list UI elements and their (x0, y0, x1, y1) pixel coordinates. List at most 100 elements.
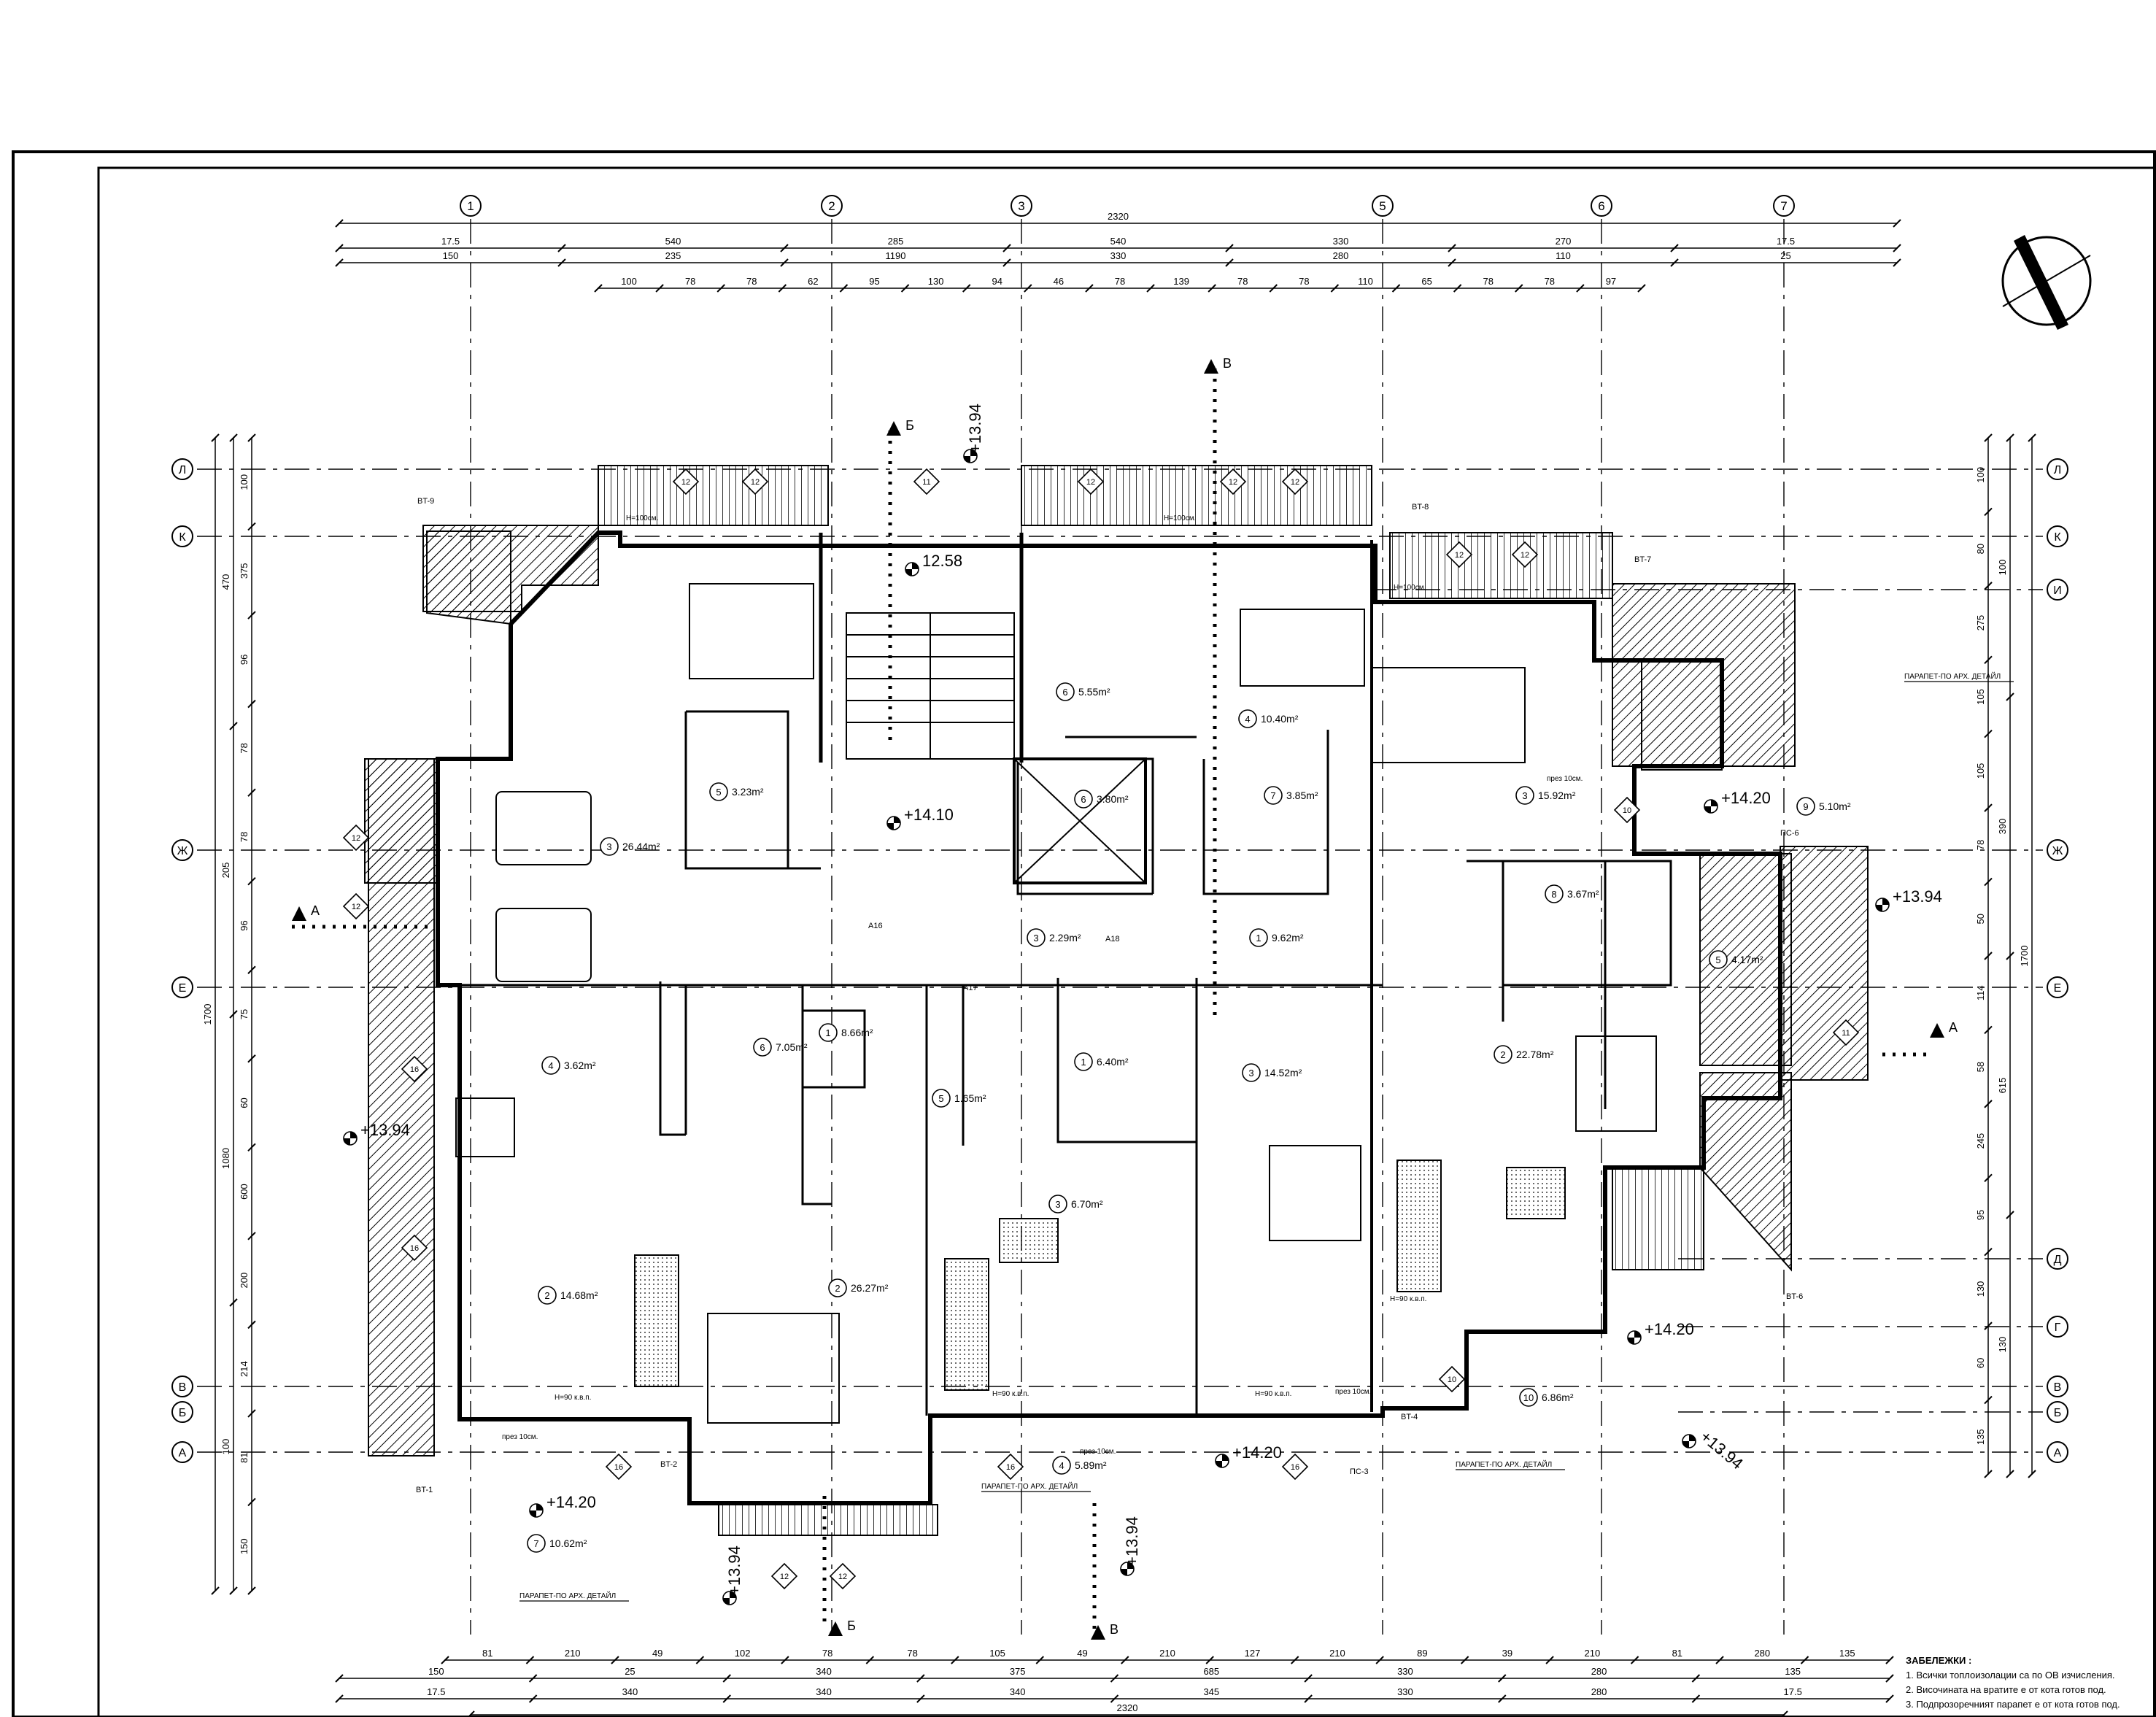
window-tag-diamond (342, 824, 370, 852)
dim-right-inner-label: 50 (1975, 914, 1986, 924)
dim-bottom-row1-label: 49 (652, 1648, 662, 1659)
window-tag-diamond (1511, 541, 1539, 568)
window-tag-diamond (741, 468, 769, 495)
sheet-frame-inner (97, 166, 2156, 1717)
dim-left-inner-label: 75 (239, 1009, 250, 1019)
room-number: 5 (1715, 954, 1720, 965)
interior-walls (438, 710, 1672, 1416)
dim-left-inner-label: 96 (239, 920, 250, 930)
room-number: 5 (716, 787, 721, 798)
grid-row-bubble-right (2047, 1248, 2068, 1270)
room-number-circle (1238, 709, 1257, 728)
dim-top-row3-label: 97 (1606, 276, 1616, 287)
room-number: 6 (1081, 794, 1086, 805)
room-number-circle (600, 837, 619, 856)
dim-right-inner-label: 100 (1975, 467, 1986, 483)
dim-bottom-row1-label: 89 (1417, 1648, 1427, 1659)
room-number: 6 (760, 1042, 765, 1053)
level-mark-fill (530, 1504, 543, 1517)
dim-left-inner-label: 78 (239, 743, 250, 753)
dim-left-inner-tick (247, 522, 256, 531)
grid-row-bubble-left (171, 525, 193, 547)
element-label: BT-6 (1786, 1292, 1803, 1301)
room-number: 3 (606, 841, 611, 852)
window-tag-diamond (1077, 468, 1105, 495)
room-number-circle (1494, 1045, 1512, 1064)
dim-left-inner-tick (247, 876, 256, 886)
furniture (455, 583, 1723, 1424)
dim-top-row1-tick (557, 244, 566, 252)
room-number-circle (753, 1038, 772, 1057)
room-area: 10.40m² (1261, 713, 1299, 725)
dim-top-row3-tick (778, 284, 787, 293)
dim-bottom-row3-label: 280 (1591, 1686, 1607, 1697)
dim-top-row3-label: 139 (1173, 276, 1189, 287)
dim-bottom-row1-label: 280 (1754, 1648, 1770, 1659)
dim-left-inner-tick (247, 1232, 256, 1241)
window-tag-label: 10 (1623, 806, 1631, 815)
dim-bottom-row2-tick (722, 1674, 731, 1683)
room-number-circle (527, 1534, 546, 1553)
window-tag-label: 16 (410, 1065, 419, 1074)
element-label: BT-8 (1412, 503, 1429, 512)
dim-bottom-row2-label: 375 (1010, 1666, 1026, 1677)
dim-right-inner-label: 95 (1975, 1210, 1986, 1220)
dim-bottom-row1-label: 105 (989, 1648, 1005, 1659)
dim-bottom-row2-tick (1498, 1674, 1507, 1683)
room-area: 3.85m² (1286, 790, 1318, 801)
dim-top-row2-tick (1670, 258, 1679, 267)
window-tag-label: 16 (1291, 1463, 1299, 1472)
room-area: 14.68m² (560, 1289, 598, 1301)
level-mark-fill (1628, 1331, 1641, 1344)
window-tag-diamond (997, 1453, 1024, 1481)
dim-top-row3-tick (1208, 284, 1216, 293)
window-tag-label: 12 (681, 478, 690, 487)
room-number-circle (1052, 1456, 1071, 1475)
dim-bottom-row3-label: 17.5 (427, 1686, 445, 1697)
dim-left-inner-label: 200 (239, 1273, 250, 1289)
element-label: А17 (963, 984, 978, 992)
dim-bottom-row2-tick (335, 1674, 344, 1683)
section-marker-label: А (1949, 1020, 1958, 1035)
level-mark-fill (1682, 1435, 1696, 1448)
dim-top-row3-tick (1576, 284, 1585, 293)
dim-top-row3-tick (839, 284, 849, 293)
room-area: 2.29m² (1049, 932, 1081, 944)
section-marker-arrow (292, 906, 306, 921)
room-number-circle (1056, 682, 1075, 701)
dim-left-segments-label: 205 (220, 863, 231, 879)
grid-row-label-right: Б (2054, 1407, 2062, 1419)
dim-left-segments-tick (229, 433, 238, 442)
window-tag-diamond (401, 1055, 428, 1083)
level-mark-fill (1704, 800, 1718, 813)
dim-top-row2-tick (335, 258, 344, 267)
dim-bottom-row1-label: 39 (1502, 1648, 1512, 1659)
dim-bottom-row3-tick (1110, 1694, 1119, 1703)
dim-left-segments-tick (229, 1586, 238, 1595)
room-number: 2 (544, 1290, 549, 1301)
grid-row-bubble-right (2047, 1316, 2068, 1338)
section-marker-arrow (1204, 359, 1218, 374)
annotation-label: ПАРАПЕТ-ПО АРХ. ДЕТАЙЛ (519, 1591, 616, 1600)
annotation-label: H=100см. (626, 514, 658, 522)
grid-column-label: 2 (828, 199, 835, 213)
room-number-circle (709, 782, 728, 801)
room-number-circle (819, 1023, 838, 1042)
grid-column-bubble (1011, 195, 1032, 217)
grid-row-bubble-left (171, 839, 193, 861)
annotation-label: през 10см. (1335, 1388, 1371, 1396)
dim-bottom-row1-tick (1885, 1656, 1894, 1664)
grid-row-label-left: К (179, 531, 186, 544)
dim-bottom-row1-label: 210 (1585, 1648, 1601, 1659)
dim-top-row3-tick (1269, 284, 1278, 293)
element-label: ПС-3 (1350, 1467, 1369, 1476)
room-number-circle (828, 1278, 847, 1297)
dim-left-segments-tick (229, 1010, 238, 1019)
dim-bottom-row1-label: 102 (735, 1648, 751, 1659)
window-tag-label: 12 (1521, 551, 1529, 560)
room-number: 4 (548, 1060, 553, 1071)
room-area: 3.67m² (1567, 888, 1599, 900)
dim-bottom-total-tick (1780, 1710, 1788, 1717)
grid-axes (197, 219, 2043, 1635)
dim-top-row3-tick (594, 284, 603, 293)
